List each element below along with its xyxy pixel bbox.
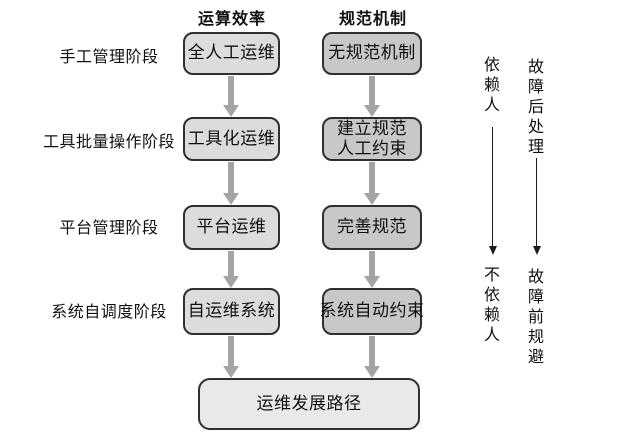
column-header-efficiency: 运算效率 bbox=[197, 9, 266, 28]
box-label: 自运维系统 bbox=[187, 301, 276, 322]
box-no-mechanism: 无规范机制 bbox=[322, 32, 422, 75]
box-label: 运维发展路径 bbox=[256, 393, 362, 414]
box-label: 完善规范 bbox=[337, 217, 407, 238]
annotation-pre-failure-avoidance: 故障前规避 bbox=[525, 268, 544, 368]
annotation-arrow-down-icon bbox=[532, 158, 541, 255]
flow-arrow-down-icon bbox=[223, 251, 239, 288]
annotation-not-depend-on-people: 不依赖人 bbox=[481, 266, 500, 346]
box-tool-ops: 工具化运维 bbox=[183, 117, 280, 161]
flow-arrow-down-icon bbox=[223, 336, 239, 378]
box-platform-ops: 平台运维 bbox=[183, 205, 280, 250]
box-label: 系统自动约束 bbox=[319, 301, 425, 322]
flow-arrow-down-icon bbox=[223, 162, 239, 205]
box-label: 工具化运维 bbox=[187, 128, 276, 149]
box-auto-constraint: 系统自动约束 bbox=[319, 288, 425, 335]
box-label: 无规范机制 bbox=[328, 43, 416, 64]
box-label-line1: 建立规范 bbox=[337, 118, 407, 139]
box-label: 平台运维 bbox=[196, 217, 267, 238]
flow-arrow-down-icon bbox=[223, 76, 239, 117]
column-header-mechanism: 规范机制 bbox=[338, 9, 407, 28]
flow-arrow-down-icon bbox=[364, 251, 380, 288]
flow-arrow-down-icon bbox=[364, 336, 380, 378]
box-self-ops-system: 自运维系统 bbox=[183, 288, 280, 335]
box-improve-rules: 完善规范 bbox=[322, 205, 422, 250]
box-label-line2: 人工约束 bbox=[337, 139, 407, 159]
box-establish-rules: 建立规范 人工约束 bbox=[322, 117, 422, 161]
annotation-arrow-down-icon bbox=[488, 127, 497, 255]
flow-arrow-down-icon bbox=[364, 76, 380, 117]
box-label: 全人工运维 bbox=[187, 43, 276, 64]
annotation-post-failure-handling: 故障后处理 bbox=[525, 58, 544, 158]
box-full-manual-ops: 全人工运维 bbox=[183, 32, 280, 75]
stage-label-tool-batch: 工具批量操作阶段 bbox=[42, 132, 175, 151]
annotation-depends-on-people: 依赖人 bbox=[481, 56, 500, 116]
stage-label-self-scheduling: 系统自调度阶段 bbox=[51, 302, 167, 321]
box-ops-development-path: 运维发展路径 bbox=[198, 378, 420, 430]
stage-label-manual: 手工管理阶段 bbox=[59, 47, 159, 66]
stage-label-platform: 平台管理阶段 bbox=[59, 218, 159, 237]
flow-arrow-down-icon bbox=[364, 162, 380, 205]
